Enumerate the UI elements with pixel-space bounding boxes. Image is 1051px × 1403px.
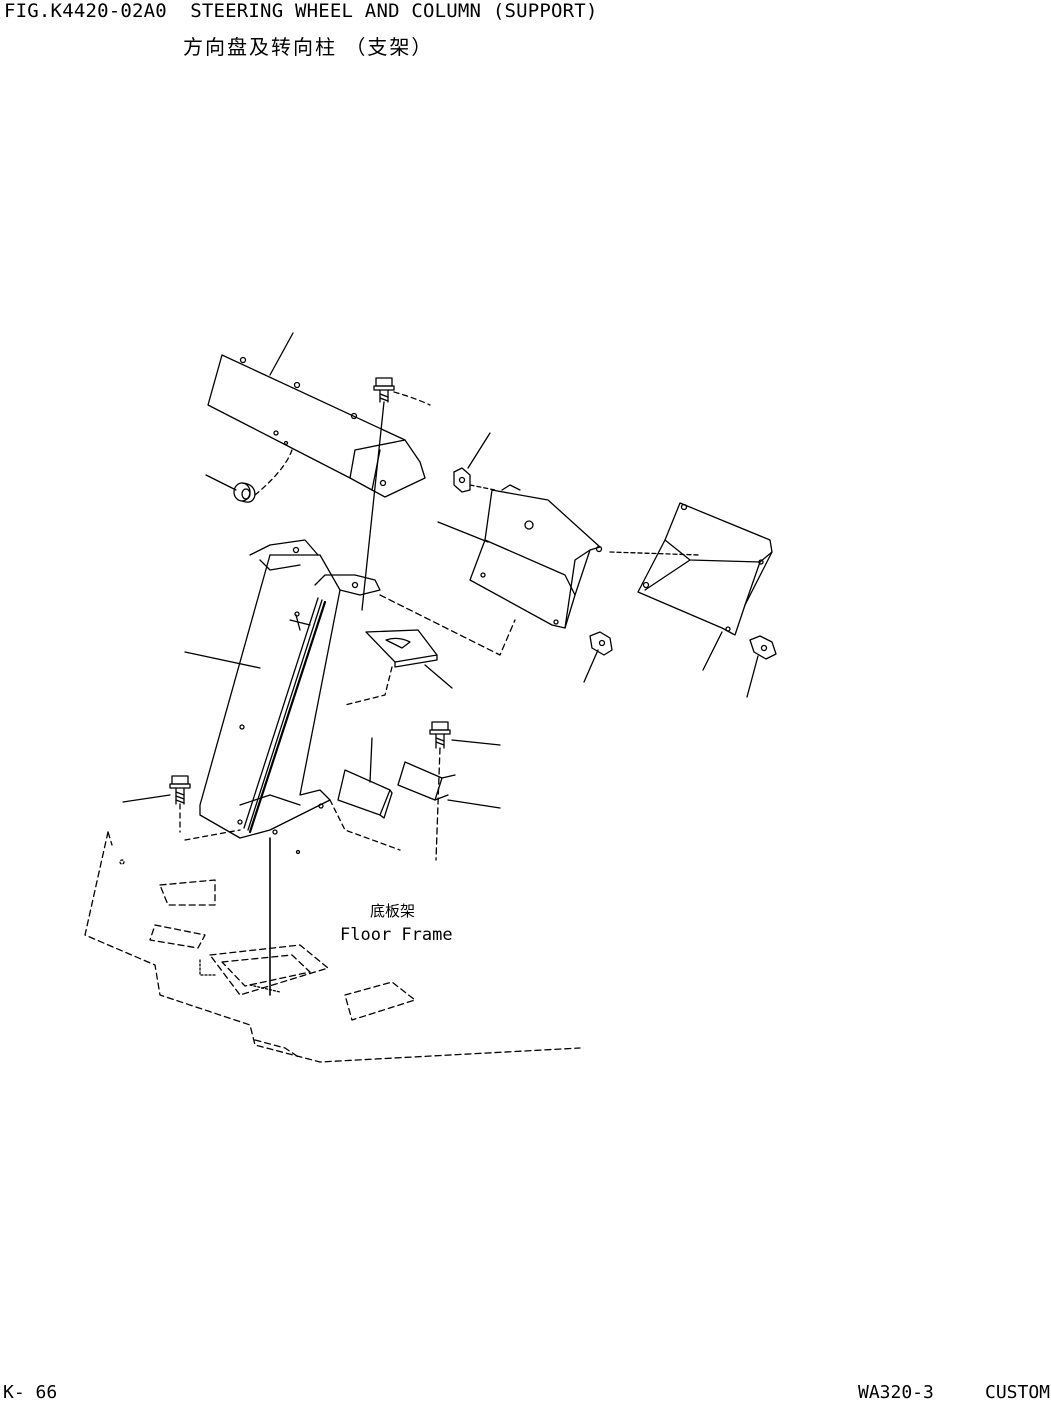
leader-line — [746, 655, 759, 698]
bracket-plate — [365, 629, 438, 668]
centerline — [254, 449, 293, 496]
leader-line — [424, 664, 453, 689]
centerline — [379, 594, 516, 656]
centerline — [329, 799, 401, 851]
centerline — [184, 829, 241, 841]
centerline — [469, 484, 496, 491]
clip — [749, 635, 777, 660]
upper-cover-panel — [207, 354, 426, 498]
floor-frame-detail — [119, 859, 281, 993]
side-cover-panel — [469, 484, 603, 629]
column-support-bracket — [199, 539, 381, 855]
leader-line — [467, 432, 491, 469]
shim-plate — [397, 761, 456, 801]
centerline — [609, 551, 701, 556]
centerline — [435, 747, 441, 861]
floor-frame-label-en: Floor Frame — [340, 925, 453, 945]
grommet — [233, 482, 256, 503]
centerline — [344, 666, 393, 706]
clip — [589, 631, 613, 656]
centerline — [393, 391, 431, 406]
leader-line — [122, 794, 171, 803]
bolt — [169, 775, 191, 805]
leader-line — [369, 737, 373, 783]
right-cover-panel — [637, 502, 773, 636]
bolt — [373, 377, 395, 403]
rubber-pad — [337, 769, 393, 819]
leader-line — [184, 651, 261, 669]
leader-line — [437, 521, 489, 543]
leader-line — [447, 799, 501, 809]
floor-frame-label-cn: 底板架 — [370, 902, 415, 920]
clip — [453, 467, 471, 493]
leader-line — [269, 332, 294, 376]
centerline — [361, 401, 385, 611]
leader-line — [451, 739, 501, 746]
machine-model: WA320-3 — [858, 1382, 934, 1403]
edition-label: CUSTOM — [985, 1382, 1051, 1403]
leader-line — [702, 631, 723, 671]
figure-title: FIG.K4420-02A0 STEERING WHEEL AND COLUMN… — [4, 0, 598, 22]
bolt — [429, 721, 451, 749]
floor-frame — [84, 831, 581, 1063]
page-number: K- 66 — [3, 1382, 58, 1403]
figure-title-chinese: 方向盘及转向柱 （支架） — [183, 35, 434, 59]
leader-line — [205, 474, 237, 491]
leader-line — [583, 649, 599, 683]
